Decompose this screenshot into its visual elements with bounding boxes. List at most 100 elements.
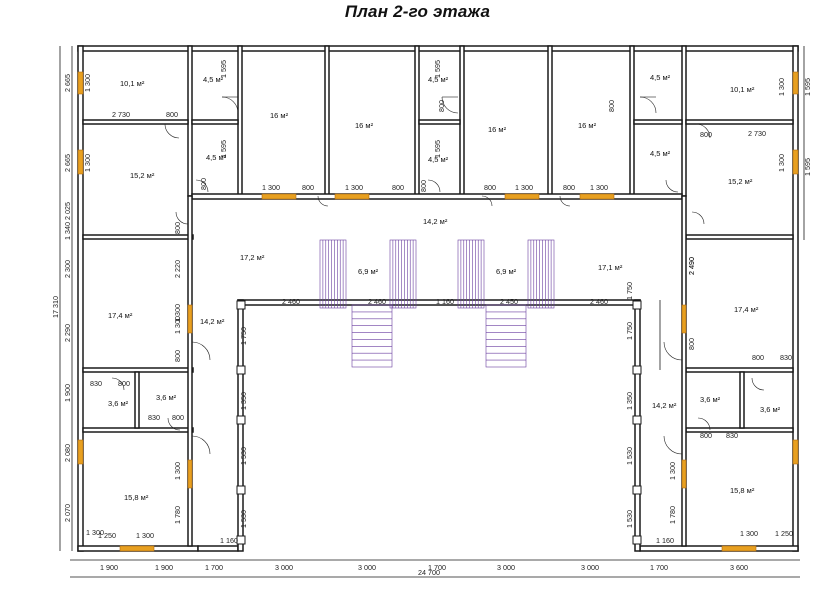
- inner-dim-label: 800: [607, 100, 616, 112]
- inner-dim-label: 1 160: [656, 536, 674, 545]
- courtyard-post: [236, 535, 246, 545]
- right-dimensions: 1 595 1 595 2 490 1 750: [625, 78, 812, 340]
- staircases: [319, 239, 555, 368]
- room-area-label: 16 м²: [270, 111, 289, 120]
- inner-dim-label: 1 300: [590, 183, 608, 192]
- room-area-label: 17,2 м²: [240, 253, 265, 262]
- windows: [77, 71, 799, 552]
- inner-dim-label: 1 160: [220, 536, 238, 545]
- courtyard-post: [632, 415, 642, 425]
- room-area-label: 14,2 м²: [423, 217, 448, 226]
- right-dim-label: 2 490: [687, 257, 696, 275]
- inner-dim-label: 800: [392, 183, 404, 192]
- bottom-dim-label: 3 600: [730, 563, 748, 572]
- room-area-label: 14,2 м²: [652, 401, 677, 410]
- inner-dim-label: 1 350: [625, 392, 634, 410]
- bottom-dim-label: 3 000: [497, 563, 515, 572]
- left-dim-label: 2 665: [63, 154, 72, 172]
- inner-dim-label: 800: [166, 110, 178, 119]
- room-area-label: 3,6 м²: [760, 405, 781, 414]
- bottom-dim-label: 3 000: [581, 563, 599, 572]
- inner-dim-label: 1 595: [219, 140, 228, 158]
- room-area-label: 10,1 м²: [120, 79, 145, 88]
- inner-dim-label: 830: [780, 353, 792, 362]
- inner-dim-label: 800: [199, 178, 208, 190]
- inner-dim-label: 800: [687, 338, 696, 350]
- room-labels: 10,1 м² 4,5 м² 16 м² 16 м² 4,5 м² 16 м² …: [108, 73, 781, 502]
- inner-dim-label: 1 530: [239, 447, 248, 465]
- overall-width-label: 24 700: [418, 568, 440, 577]
- inner-dim-label: 1 300: [515, 183, 533, 192]
- courtyard-post: [632, 485, 642, 495]
- inner-dim-label: 1 300: [173, 316, 182, 334]
- room-area-label: 15,2 м²: [728, 177, 753, 186]
- inner-dim-label: 800: [563, 183, 575, 192]
- room-area-label: 17,4 м²: [108, 311, 133, 320]
- inner-dim-label: 1 750: [239, 327, 248, 345]
- inner-dim-label: 2 490: [687, 257, 696, 275]
- room-area-label: 3,6 м²: [108, 399, 129, 408]
- courtyard-post: [236, 300, 246, 310]
- left-dim-label: 2 070: [63, 504, 72, 522]
- bottom-dimensions: 1 900 1 900 1 700 3 000 3 000 1 700 3 00…: [100, 563, 748, 572]
- inner-dim-label: 1 300: [173, 304, 182, 322]
- room-area-label: 16 м²: [578, 121, 597, 130]
- inner-dim-label: 800: [302, 183, 314, 192]
- room-area-label: 6,9 м²: [496, 267, 517, 276]
- left-dim-label: 1 340: [63, 222, 72, 240]
- inner-dim-label: 2 460: [282, 297, 300, 306]
- courtyard-post: [632, 365, 642, 375]
- bottom-dim-label: 3 000: [275, 563, 293, 572]
- room-area-label: 4,5 м²: [203, 75, 224, 84]
- bottom-dim-label: 1 700: [205, 563, 223, 572]
- doors: [111, 96, 765, 455]
- room-area-label: 15,2 м²: [130, 171, 155, 180]
- inner-dim-label: 1 750: [625, 282, 634, 300]
- inner-dim-label: 1 300: [777, 154, 786, 172]
- inner-dim-label: 1 300: [86, 528, 104, 537]
- room-area-label: 6,9 м²: [358, 267, 379, 276]
- plan-title: План 2-го этажа: [344, 2, 491, 21]
- inner-dim-label: 1 300: [777, 78, 786, 96]
- courtyard-post: [236, 415, 246, 425]
- inner-dim-label: 1 300: [740, 529, 758, 538]
- inner-dim-label: 1 530: [625, 447, 634, 465]
- inner-dim-label: 1 300: [136, 531, 154, 540]
- room-area-label: 16 м²: [355, 121, 374, 130]
- inner-dim-label: 800: [173, 350, 182, 362]
- left-dim-label: 2 025: [63, 202, 72, 220]
- inner-dim-label: 1 530: [239, 510, 248, 528]
- right-dim-label: 1 750: [625, 322, 634, 340]
- courtyard-post: [236, 485, 246, 495]
- inner-dim-label: 1 300: [173, 462, 182, 480]
- room-area-label: 4,5 м²: [206, 153, 227, 162]
- inner-dim-label: 800: [437, 100, 446, 112]
- room-area-label: 16 м²: [488, 125, 507, 134]
- inner-dim-label: 1 595: [433, 60, 442, 78]
- inner-dim-label: 800: [752, 353, 764, 362]
- inner-dim-label: 2 730: [112, 110, 130, 119]
- overall-height-label: 17 310: [51, 296, 60, 318]
- inner-dim-label: 830: [726, 431, 738, 440]
- room-area-label: 15,8 м²: [124, 493, 149, 502]
- inner-dim-label: 1 595: [433, 140, 442, 158]
- courtyard-post: [632, 300, 642, 310]
- left-dim-label: 1 900: [63, 384, 72, 402]
- left-dim-label: 2 300: [63, 260, 72, 278]
- room-area-label: 3,6 м²: [700, 395, 721, 404]
- bottom-dim-label: 3 000: [358, 563, 376, 572]
- right-dim-label: 1 595: [803, 78, 812, 96]
- inner-dim-label: 2 460: [590, 297, 608, 306]
- bottom-dim-label: 1 900: [100, 563, 118, 572]
- inner-dim-label: 1 780: [668, 506, 677, 524]
- inner-dim-label: 800: [484, 183, 496, 192]
- inner-dim-label: 800: [700, 431, 712, 440]
- inner-dim-label: 1 780: [173, 506, 182, 524]
- room-area-label: 4,5 м²: [428, 75, 449, 84]
- left-dim-label: 2 290: [63, 324, 72, 342]
- room-area-label: 4,5 м²: [650, 73, 671, 82]
- inner-dim-label: 800: [172, 413, 184, 422]
- inner-dim-label: 800: [700, 130, 712, 139]
- room-area-label: 14,2 м²: [200, 317, 225, 326]
